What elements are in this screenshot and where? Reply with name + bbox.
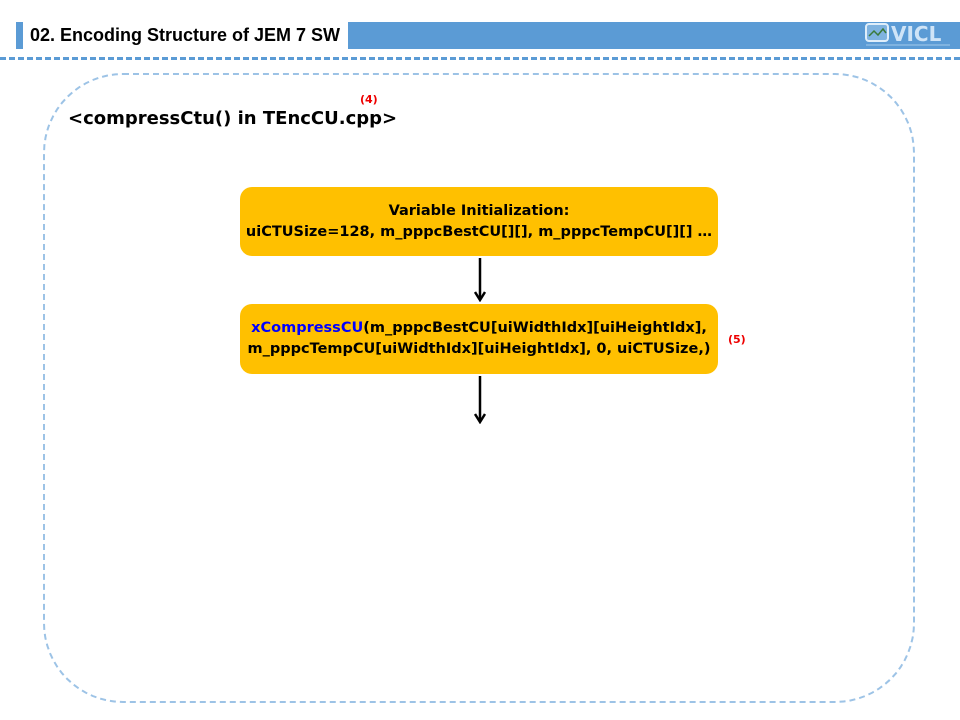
box2-line2: m_pppcTempCU[uiWidthIdx][uiHeightIdx], 0… bbox=[247, 341, 711, 357]
slide-title: 02. Encoding Structure of JEM 7 SW bbox=[23, 22, 349, 49]
header-divider bbox=[0, 57, 960, 60]
note-4: (4) bbox=[360, 93, 378, 106]
function-name: xCompressCU bbox=[251, 320, 364, 336]
arrow-down-icon bbox=[474, 376, 486, 424]
section-heading: <compressCtu() in TEncCU.cpp> bbox=[68, 108, 398, 129]
svg-text:VICL: VICL bbox=[891, 22, 942, 46]
content-frame bbox=[43, 73, 915, 703]
slide-header: 02. Encoding Structure of JEM 7 SW bbox=[16, 22, 960, 49]
xcompresscu-box: xCompressCU(m_pppcBestCU[uiWidthIdx][uiH… bbox=[240, 304, 718, 374]
box2-args: (m_pppcBestCU[uiWidthIdx][uiHeightIdx], bbox=[363, 320, 707, 336]
arrow-down-icon bbox=[474, 258, 486, 302]
box2-line1: xCompressCU(m_pppcBestCU[uiWidthIdx][uiH… bbox=[251, 318, 707, 339]
title-accent-bar bbox=[16, 22, 23, 49]
variable-init-box: Variable Initialization: uiCTUSize=128, … bbox=[240, 187, 718, 256]
note-5: (5) bbox=[728, 333, 746, 346]
box1-line1: Variable Initialization: bbox=[388, 202, 570, 219]
header-bar bbox=[348, 22, 960, 49]
vicl-logo: VICL bbox=[865, 22, 950, 46]
box1-line2: uiCTUSize=128, m_pppcBestCU[][], m_pppcT… bbox=[245, 223, 713, 240]
